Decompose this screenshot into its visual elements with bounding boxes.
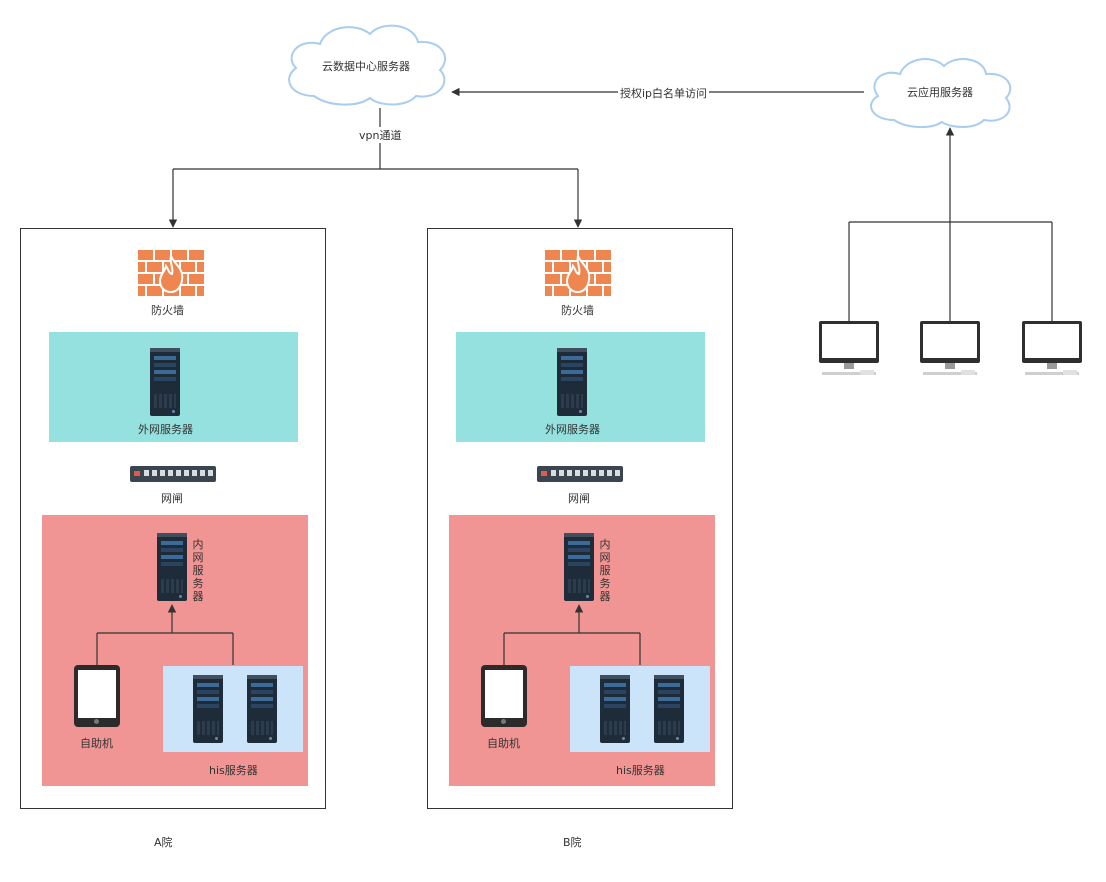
site-a-gateway-label: 网闸 [161, 492, 183, 505]
site-b-external-server-label: 外网服务器 [545, 423, 600, 436]
site-b-his-zone [570, 666, 710, 752]
server-icon [654, 675, 684, 743]
firewall-icon [138, 250, 204, 296]
server-icon [247, 675, 277, 743]
tablet-icon [74, 665, 120, 727]
tablet-icon [481, 665, 527, 727]
site-a-his-label: his服务器 [209, 764, 258, 777]
cloud-icon [288, 24, 446, 106]
server-icon [600, 675, 630, 743]
site-a-external-server-label: 外网服务器 [138, 423, 193, 436]
site-b-internal-server-label: 内网服务器 [599, 538, 611, 603]
data-center-label: 云数据中心服务器 [322, 60, 410, 73]
site-b-his-label: his服务器 [616, 764, 665, 777]
monitor-icon [819, 321, 879, 375]
server-icon [150, 348, 180, 416]
app-server-label: 云应用服务器 [907, 86, 973, 99]
firewall-icon [545, 250, 611, 296]
site-a-his-zone [163, 666, 303, 752]
site-b-gateway-label: 网闸 [568, 492, 590, 505]
site-b-name: B院 [563, 836, 582, 849]
monitor-icon [1022, 321, 1082, 375]
server-icon [557, 348, 587, 416]
cloud-icon [870, 58, 1012, 128]
site-a-firewall-label: 防火墙 [151, 304, 184, 317]
data-center-cloud: 云数据中心服务器 [278, 18, 454, 106]
gateway-icon [537, 466, 623, 482]
site-a-internal-server-label: 内网服务器 [192, 538, 204, 603]
server-icon [157, 533, 187, 601]
site-b-kiosk-label: 自助机 [487, 737, 520, 750]
site-a-kiosk-label: 自助机 [80, 737, 113, 750]
monitor-icon [920, 321, 980, 375]
server-icon [564, 533, 594, 601]
site-b-firewall-label: 防火墙 [561, 304, 594, 317]
server-icon [193, 675, 223, 743]
site-a-name: A院 [154, 836, 173, 849]
app-server-cloud: 云应用服务器 [862, 52, 1018, 128]
whitelist-label: 授权ip白名单访问 [618, 85, 710, 101]
gateway-icon [130, 466, 216, 482]
vpn-label: vpn通道 [357, 127, 404, 143]
